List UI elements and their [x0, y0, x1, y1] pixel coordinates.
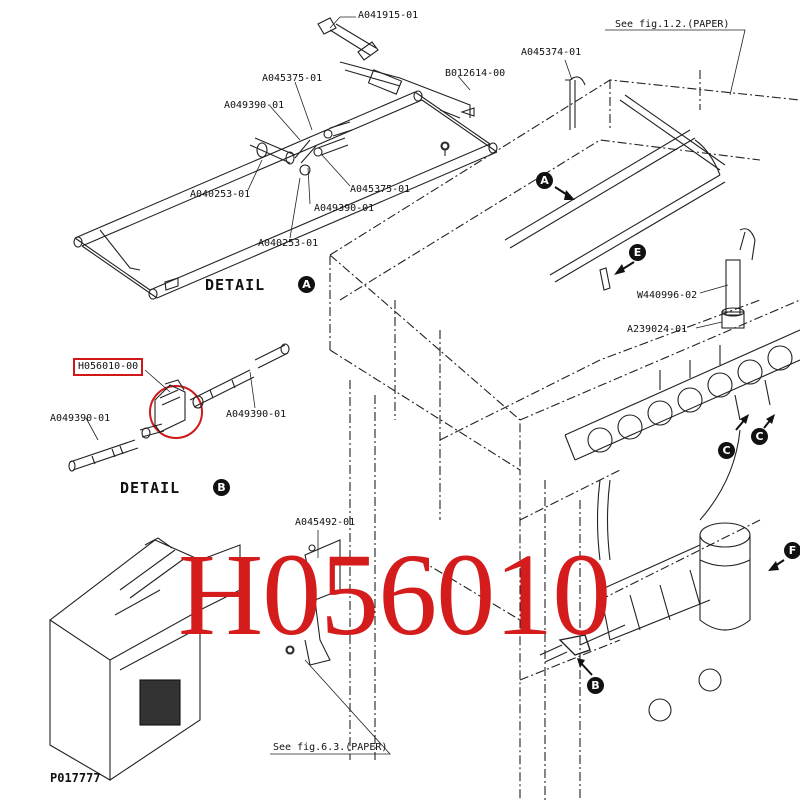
callout-b[interactable]: B: [587, 677, 604, 694]
label-a239024: A239024-01: [627, 324, 688, 335]
callout-f[interactable]: F: [784, 542, 800, 559]
detail-a-caption: DETAIL: [205, 276, 266, 294]
ref-fig-1-2[interactable]: See fig.1.2.(PAPER): [615, 19, 730, 30]
detail-b-leaders: [85, 369, 256, 441]
detail-a-leaders: [247, 16, 471, 239]
tank-assembly: [539, 522, 751, 722]
label-a045375-right: A045375-01: [350, 184, 411, 195]
highlighted-part-label[interactable]: H056010-00: [73, 358, 144, 376]
detail-b-fittings: [68, 343, 290, 472]
callout-e[interactable]: E: [629, 244, 646, 261]
label-w440996: W440996-02: [637, 290, 698, 301]
detail-a-frame: [73, 17, 498, 300]
machine-body: [329, 70, 800, 800]
label-a049390-b-right: A049390-01: [226, 409, 287, 420]
label-a049390-top: A049390-01: [224, 100, 285, 111]
callout-a[interactable]: A: [536, 172, 553, 189]
label-a049390-b-left: A049390-01: [50, 413, 111, 424]
detail-a-marker: A: [298, 276, 315, 293]
detail-b-marker: B: [213, 479, 230, 496]
label-a045374: A045374-01: [521, 47, 582, 58]
callout-c-2[interactable]: C: [751, 428, 768, 445]
arrow-heads: [564, 190, 779, 668]
detail-b-caption: DETAIL: [120, 479, 181, 497]
page-code: P017777: [50, 771, 101, 785]
label-a040253-low: A040253-01: [258, 238, 319, 249]
watermark-part-number: H056010: [178, 529, 611, 660]
screws: [286, 142, 449, 654]
ref-fig-6-3[interactable]: See fig.6.3.(PAPER): [273, 742, 388, 753]
upper-tube-assembly: [504, 76, 756, 329]
bracket: [285, 539, 341, 666]
callout-c-1[interactable]: C: [718, 442, 735, 459]
label-b012614: B012614-00: [445, 68, 506, 79]
label-a045492: A045492-01: [295, 517, 356, 528]
label-a040253-left: A040253-01: [190, 189, 251, 200]
label-a041915: A041915-01: [358, 10, 419, 21]
label-a049390-mid: A049390-01: [314, 203, 375, 214]
cylinder-bank: [564, 329, 800, 561]
main-leaders: [270, 29, 746, 755]
overview-machine: [49, 537, 241, 781]
label-a045375-top: A045375-01: [262, 73, 323, 84]
